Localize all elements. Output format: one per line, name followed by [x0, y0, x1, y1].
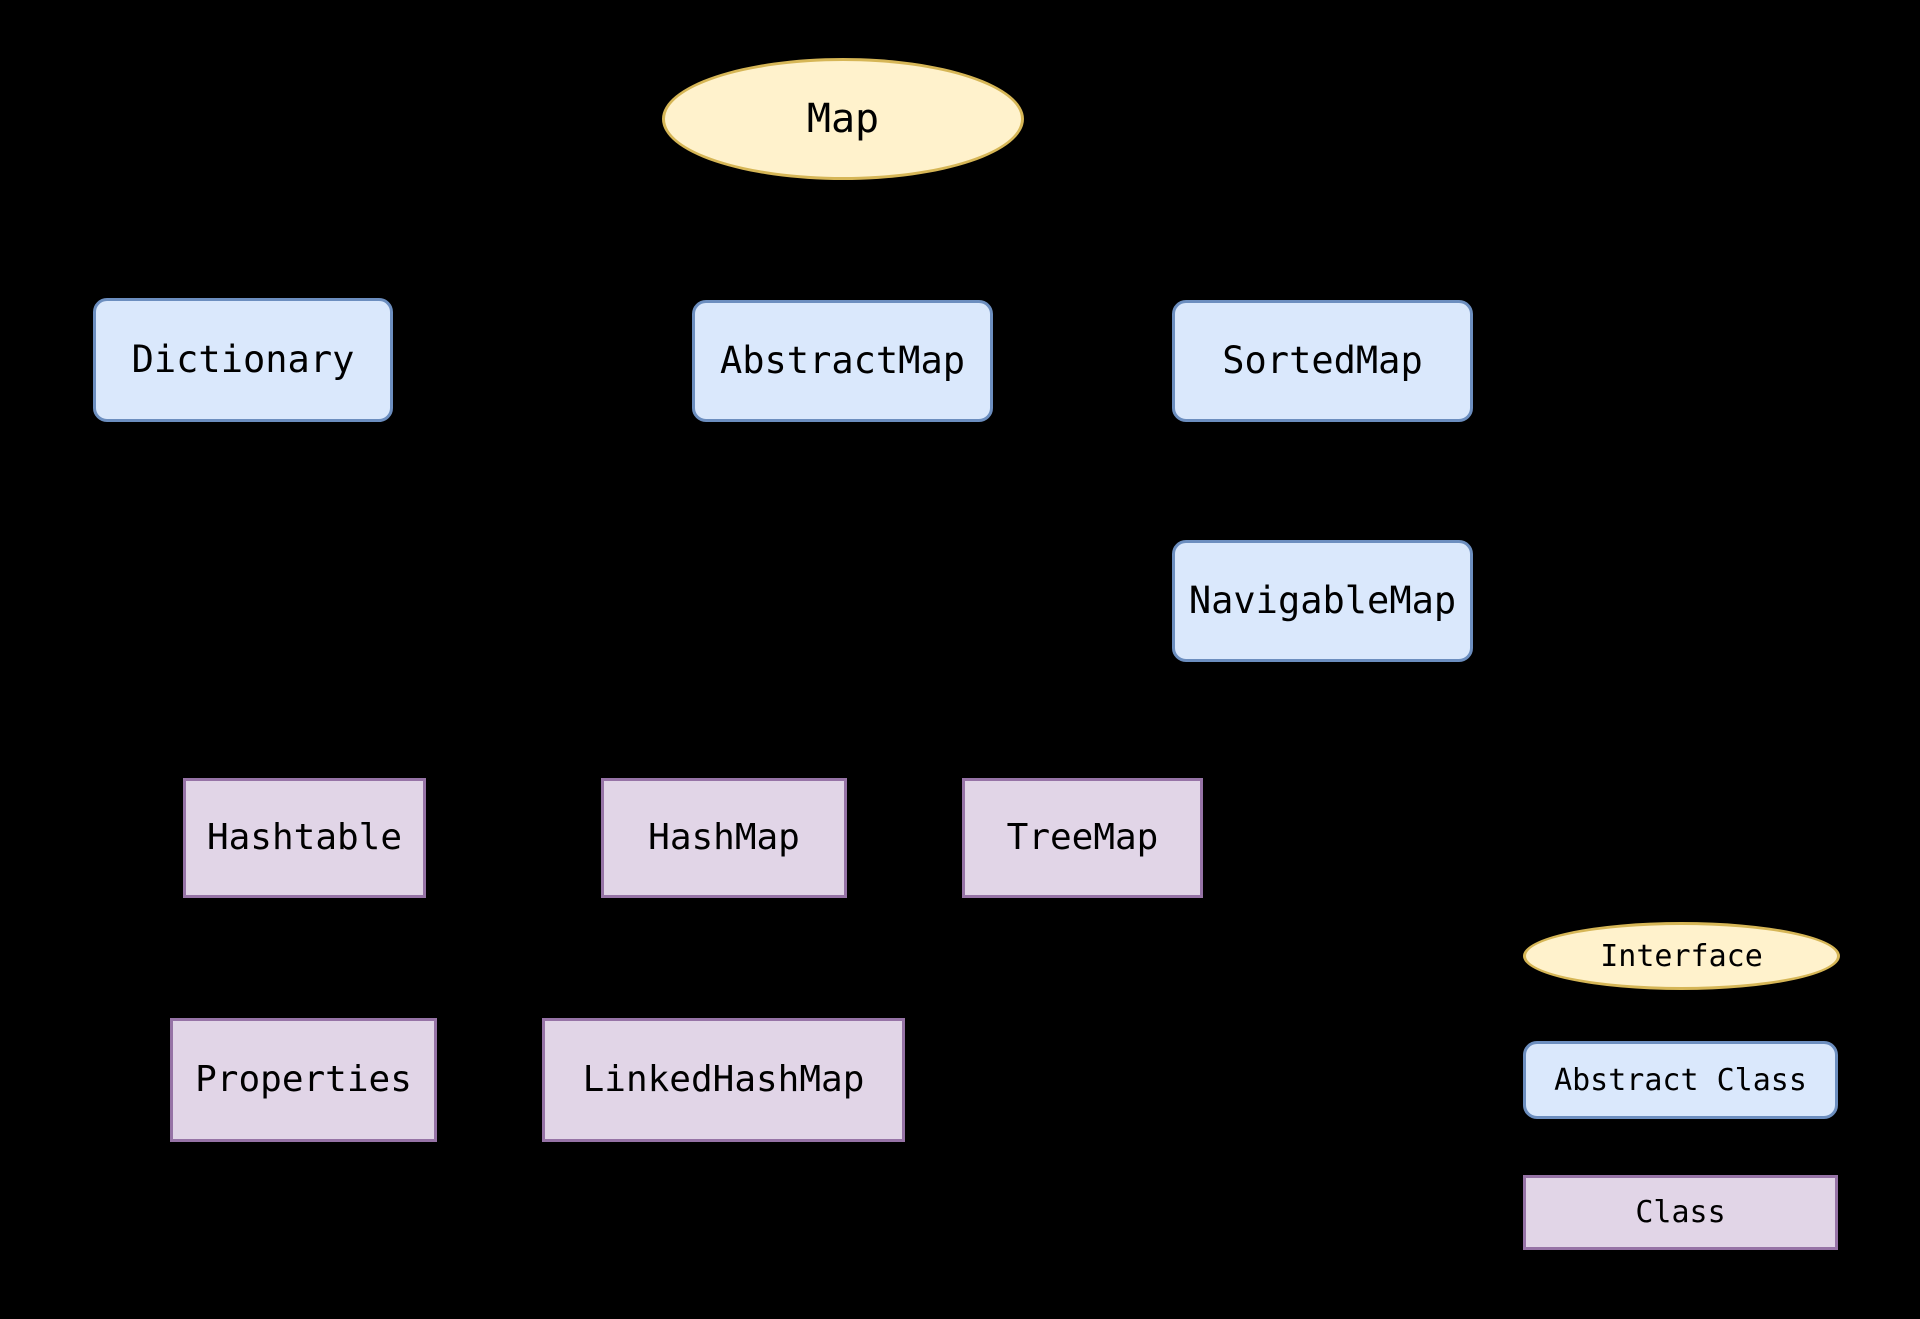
legend-label-class: Class — [1635, 1195, 1726, 1230]
node-label-sortedmap: SortedMap — [1222, 338, 1423, 382]
node-dictionary[interactable]: Dictionary — [93, 298, 393, 422]
node-label-abstractmap: AbstractMap — [719, 338, 966, 382]
node-navigablemap[interactable]: NavigableMap — [1172, 540, 1473, 662]
node-sortedmap[interactable]: SortedMap — [1172, 300, 1473, 422]
node-treemap[interactable]: TreeMap — [962, 778, 1203, 898]
node-properties[interactable]: Properties — [170, 1018, 437, 1142]
node-abstractmap[interactable]: AbstractMap — [692, 300, 993, 422]
node-hashmap[interactable]: HashMap — [601, 778, 847, 898]
node-linkedhashmap[interactable]: LinkedHashMap — [542, 1018, 905, 1142]
node-label-dictionary: Dictionary — [131, 337, 355, 381]
legend-item-interface: Interface — [1523, 922, 1840, 990]
node-label-linkedhashmap: LinkedHashMap — [582, 1059, 865, 1101]
node-label-map: Map — [806, 96, 880, 142]
node-label-hashtable: Hashtable — [206, 817, 403, 859]
legend-item-class: Class — [1523, 1175, 1838, 1250]
node-map[interactable]: Map — [662, 58, 1024, 180]
legend-label-interface: Interface — [1600, 938, 1763, 974]
node-hashtable[interactable]: Hashtable — [183, 778, 426, 898]
node-label-properties: Properties — [195, 1059, 412, 1101]
legend-label-abstract-class: Abstract Class — [1554, 1062, 1807, 1098]
node-label-treemap: TreeMap — [1006, 817, 1159, 859]
legend-item-abstract-class: Abstract Class — [1523, 1041, 1838, 1119]
node-label-hashmap: HashMap — [648, 817, 800, 859]
node-label-navigablemap: NavigableMap — [1188, 578, 1457, 622]
